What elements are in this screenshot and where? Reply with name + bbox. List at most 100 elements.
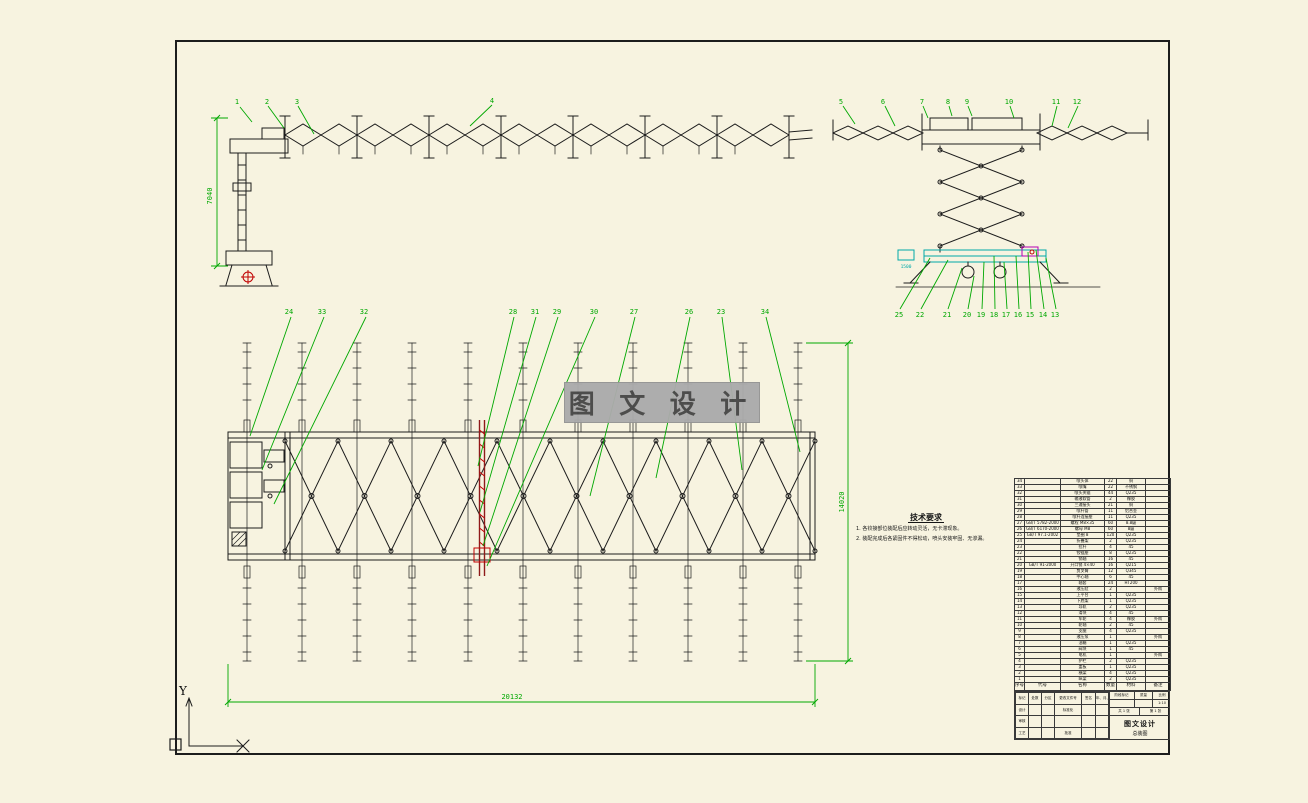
parts-list-header: 序号 代号 名称 数量 材料 备注 bbox=[1014, 682, 1171, 691]
title-block-revision-grid: 标记 处数 分区 更改文件号 签名 年、月、日 设计 标准化 审核 bbox=[1015, 692, 1110, 739]
balloon-21: 21 bbox=[943, 311, 951, 319]
balloon-5: 5 bbox=[839, 98, 843, 106]
x-axis-cross bbox=[236, 739, 250, 753]
dimension-right bbox=[806, 339, 853, 665]
lift-platform bbox=[921, 117, 1041, 145]
sheet-number: 第 1 张 bbox=[1149, 709, 1162, 713]
section-highlight bbox=[473, 420, 491, 576]
balloon-1: 1 bbox=[235, 98, 239, 106]
center-target-symbol bbox=[241, 270, 255, 284]
scissor-chain-plan bbox=[282, 438, 816, 554]
drawing-title: 总装图 bbox=[1132, 730, 1148, 737]
part-code: GB/T 97.1-2002 bbox=[1024, 532, 1061, 539]
base-dimension-text: 1500 bbox=[901, 264, 912, 270]
balloon-34: 34 bbox=[761, 308, 769, 316]
balloon-16: 16 bbox=[1014, 311, 1022, 319]
balloon-26: 26 bbox=[685, 308, 693, 316]
top-leader-lines bbox=[842, 105, 1079, 129]
balloon-2: 2 bbox=[265, 98, 269, 106]
balloon-24: 24 bbox=[285, 308, 293, 316]
balloon-9: 9 bbox=[965, 98, 969, 106]
balloon-31: 31 bbox=[531, 308, 539, 316]
balloon-7: 7 bbox=[920, 98, 924, 106]
balloon-22: 22 bbox=[916, 311, 924, 319]
sheets-total: 共 1 张 bbox=[1109, 708, 1140, 715]
platform-side bbox=[229, 138, 289, 154]
hydraulic-unit bbox=[1021, 246, 1039, 257]
left-platform-plan bbox=[229, 441, 285, 547]
y-axis-label: Y bbox=[178, 684, 188, 698]
balloon-19: 19 bbox=[977, 311, 985, 319]
folded-wings bbox=[832, 113, 1149, 151]
base-side bbox=[225, 250, 273, 266]
title-block: 标记 处数 分区 更改文件号 签名 年、月、日 设计 标准化 审核 bbox=[1014, 691, 1170, 740]
balloon-23: 23 bbox=[717, 308, 725, 316]
width-dimension-text: 14020 bbox=[838, 491, 846, 512]
design-label: 设计 bbox=[1015, 703, 1029, 716]
technical-requirements: 技术要求 1. 各铰接部位装配后应转动灵活，无卡滞现象。 2. 装配完成后各紧固… bbox=[856, 512, 996, 542]
balloon-29: 29 bbox=[553, 308, 561, 316]
lift-mast-side bbox=[219, 127, 289, 287]
dimension-bottom bbox=[224, 664, 819, 707]
balloon-8: 8 bbox=[946, 98, 950, 106]
plan-annotations: 24 33 32 28 31 29 30 27 26 23 34 14020 2… bbox=[224, 308, 853, 707]
process-label: 工艺 bbox=[1015, 726, 1029, 739]
balloon-15: 15 bbox=[1026, 311, 1034, 319]
part-code: GB/T 6170-2000 bbox=[1024, 526, 1061, 533]
part-code: GB/T 5782-2000 bbox=[1024, 520, 1061, 527]
technical-requirement-item: 1. 各铰接部位装配后应转动灵活，无卡滞现象。 bbox=[856, 526, 963, 532]
balloon-33: 33 bbox=[318, 308, 326, 316]
dimension-7040 bbox=[211, 114, 228, 270]
sheet-border bbox=[169, 40, 1170, 755]
balloon-32: 32 bbox=[360, 308, 368, 316]
watermark-text: 图 文 设 计 bbox=[568, 390, 756, 419]
scale-value: 1:10 bbox=[1158, 701, 1166, 705]
weight-label: 质量 bbox=[1135, 692, 1153, 699]
part-code: GB/T 91-2000 bbox=[1024, 562, 1061, 569]
front-view: 5 6 7 8 9 10 11 12 25 22 21 20 19 18 17 … bbox=[832, 98, 1149, 319]
balloon-18: 18 bbox=[990, 311, 998, 319]
scale-label: 比例 bbox=[1158, 693, 1166, 697]
plan-view: 24 33 32 28 31 29 30 27 26 23 34 14020 2… bbox=[224, 308, 853, 707]
balloon-27: 27 bbox=[630, 308, 638, 316]
bom-area: 34 喷头体 22 铜 33 喷嘴 22 不锈钢 3 bbox=[1014, 478, 1171, 740]
balloon-12: 12 bbox=[1073, 98, 1081, 106]
parts-list-row: 20 GB/T 91-2000 开口销 4×40 16 Q215 bbox=[1014, 562, 1171, 569]
parts-list-row: 6 阀块 1 45 bbox=[1014, 646, 1171, 653]
balloon-4: 4 bbox=[490, 97, 494, 105]
parts-list-table: 34 喷头体 22 铜 33 喷嘴 22 不锈钢 3 bbox=[1014, 478, 1171, 691]
balloon-28: 28 bbox=[509, 308, 517, 316]
ucs-icon: Y bbox=[178, 684, 250, 753]
balloon-10: 10 bbox=[1005, 98, 1013, 106]
balloon-13: 13 bbox=[1051, 311, 1059, 319]
company-name: 图文设计 bbox=[1124, 719, 1156, 728]
front-view-annotations: 5 6 7 8 9 10 11 12 25 22 21 20 19 18 17 … bbox=[839, 98, 1081, 319]
leader-lines bbox=[239, 104, 493, 135]
balloon-6: 6 bbox=[881, 98, 885, 106]
technical-requirement-item: 2. 装配完成后各紧固件不得松动，喷头安装牢固、无渗漏。 bbox=[856, 535, 988, 542]
balloon-11: 11 bbox=[1052, 98, 1060, 106]
boom-truss-side bbox=[279, 115, 813, 159]
title-block-info: 阶段标记 质量 比例 1:10 共 1 张 第 1 张 图文设计 总装图 bbox=[1109, 692, 1169, 739]
approve-label: 批准 bbox=[1054, 726, 1082, 739]
technical-requirements-title: 技术要求 bbox=[908, 513, 944, 523]
parts-list-row: 2 横梁 4 Q235 bbox=[1014, 670, 1171, 677]
balloon-14: 14 bbox=[1039, 311, 1047, 319]
balloon-17: 17 bbox=[1002, 311, 1010, 319]
balloon-3: 3 bbox=[295, 98, 299, 106]
length-dimension-text: 20132 bbox=[501, 693, 522, 701]
parts-list-row: 15 上平台 1 Q235 bbox=[1014, 592, 1171, 599]
wheels-and-legs bbox=[895, 261, 1101, 288]
stage-label: 阶段标记 bbox=[1109, 692, 1135, 699]
balloon-30: 30 bbox=[590, 308, 598, 316]
parts-list-row: 28 喷杆连接座 11 Q235 bbox=[1014, 514, 1171, 521]
scissor-mechanism bbox=[937, 145, 1025, 253]
parts-list-row: 32 喷头夹箍 44 Q235 bbox=[1014, 490, 1171, 497]
pivot-mark bbox=[1029, 249, 1035, 255]
bottom-leader-lines bbox=[899, 249, 1057, 310]
side-elevation-view: 1 2 3 4 7040 bbox=[206, 97, 813, 287]
standard-label: 标准化 bbox=[1054, 703, 1082, 716]
leader-lines bbox=[249, 316, 801, 567]
